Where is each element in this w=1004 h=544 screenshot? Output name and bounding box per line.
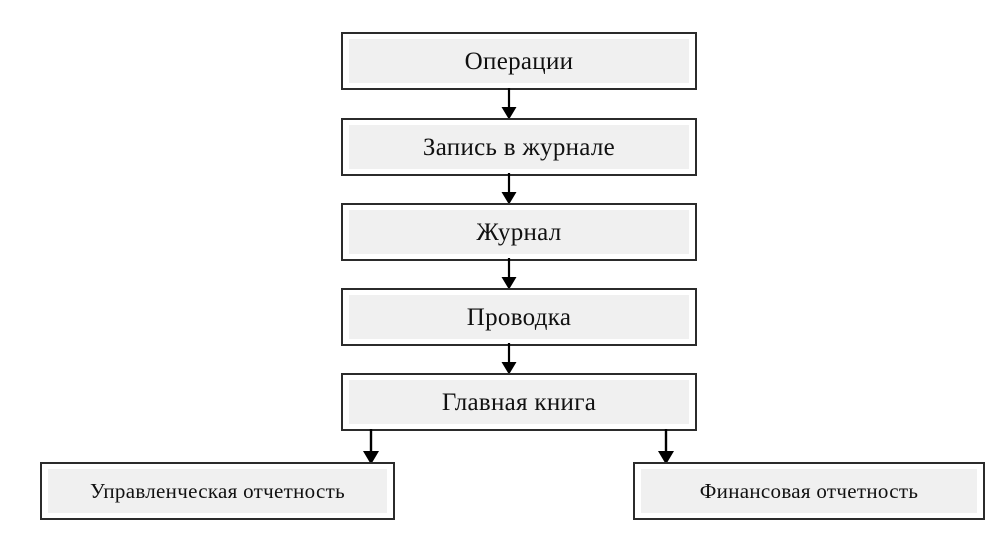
- node-management-reporting[interactable]: Управленческая отчетность: [40, 462, 395, 520]
- node-management-reporting-plate: Управленческая отчетность: [48, 469, 387, 513]
- node-general-ledger-label: Главная книга: [441, 388, 597, 416]
- node-operations-plate: Операции: [349, 39, 689, 83]
- node-journal[interactable]: Журнал: [341, 203, 697, 261]
- node-journal-plate: Журнал: [349, 210, 689, 254]
- connector-journal-to-posting: [498, 258, 520, 290]
- node-journal-entry-plate: Запись в журнале: [349, 125, 689, 169]
- node-financial-reporting-plate: Финансовая отчетность: [641, 469, 977, 513]
- node-financial-reporting[interactable]: Финансовая отчетность: [633, 462, 985, 520]
- connector-general-ledger-to-management-reporting: [360, 429, 382, 465]
- node-operations-label: Операции: [464, 47, 574, 75]
- node-posting-plate: Проводка: [349, 295, 689, 339]
- node-journal-entry-label: Запись в журнале: [422, 133, 616, 161]
- node-general-ledger[interactable]: Главная книга: [341, 373, 697, 431]
- connector-operations-to-journal-entry: [498, 88, 520, 120]
- node-operations[interactable]: Операции: [341, 32, 697, 90]
- node-posting-label: Проводка: [466, 303, 572, 331]
- connector-journal-entry-to-journal: [498, 173, 520, 205]
- node-management-reporting-label: Управленческая отчетность: [90, 478, 345, 503]
- node-financial-reporting-label: Финансовая отчетность: [699, 478, 919, 503]
- node-general-ledger-plate: Главная книга: [349, 380, 689, 424]
- node-journal-label: Журнал: [476, 218, 562, 246]
- connector-posting-to-general-ledger: [498, 343, 520, 375]
- node-journal-entry[interactable]: Запись в журнале: [341, 118, 697, 176]
- connector-general-ledger-to-financial-reporting: [655, 429, 677, 465]
- node-posting[interactable]: Проводка: [341, 288, 697, 346]
